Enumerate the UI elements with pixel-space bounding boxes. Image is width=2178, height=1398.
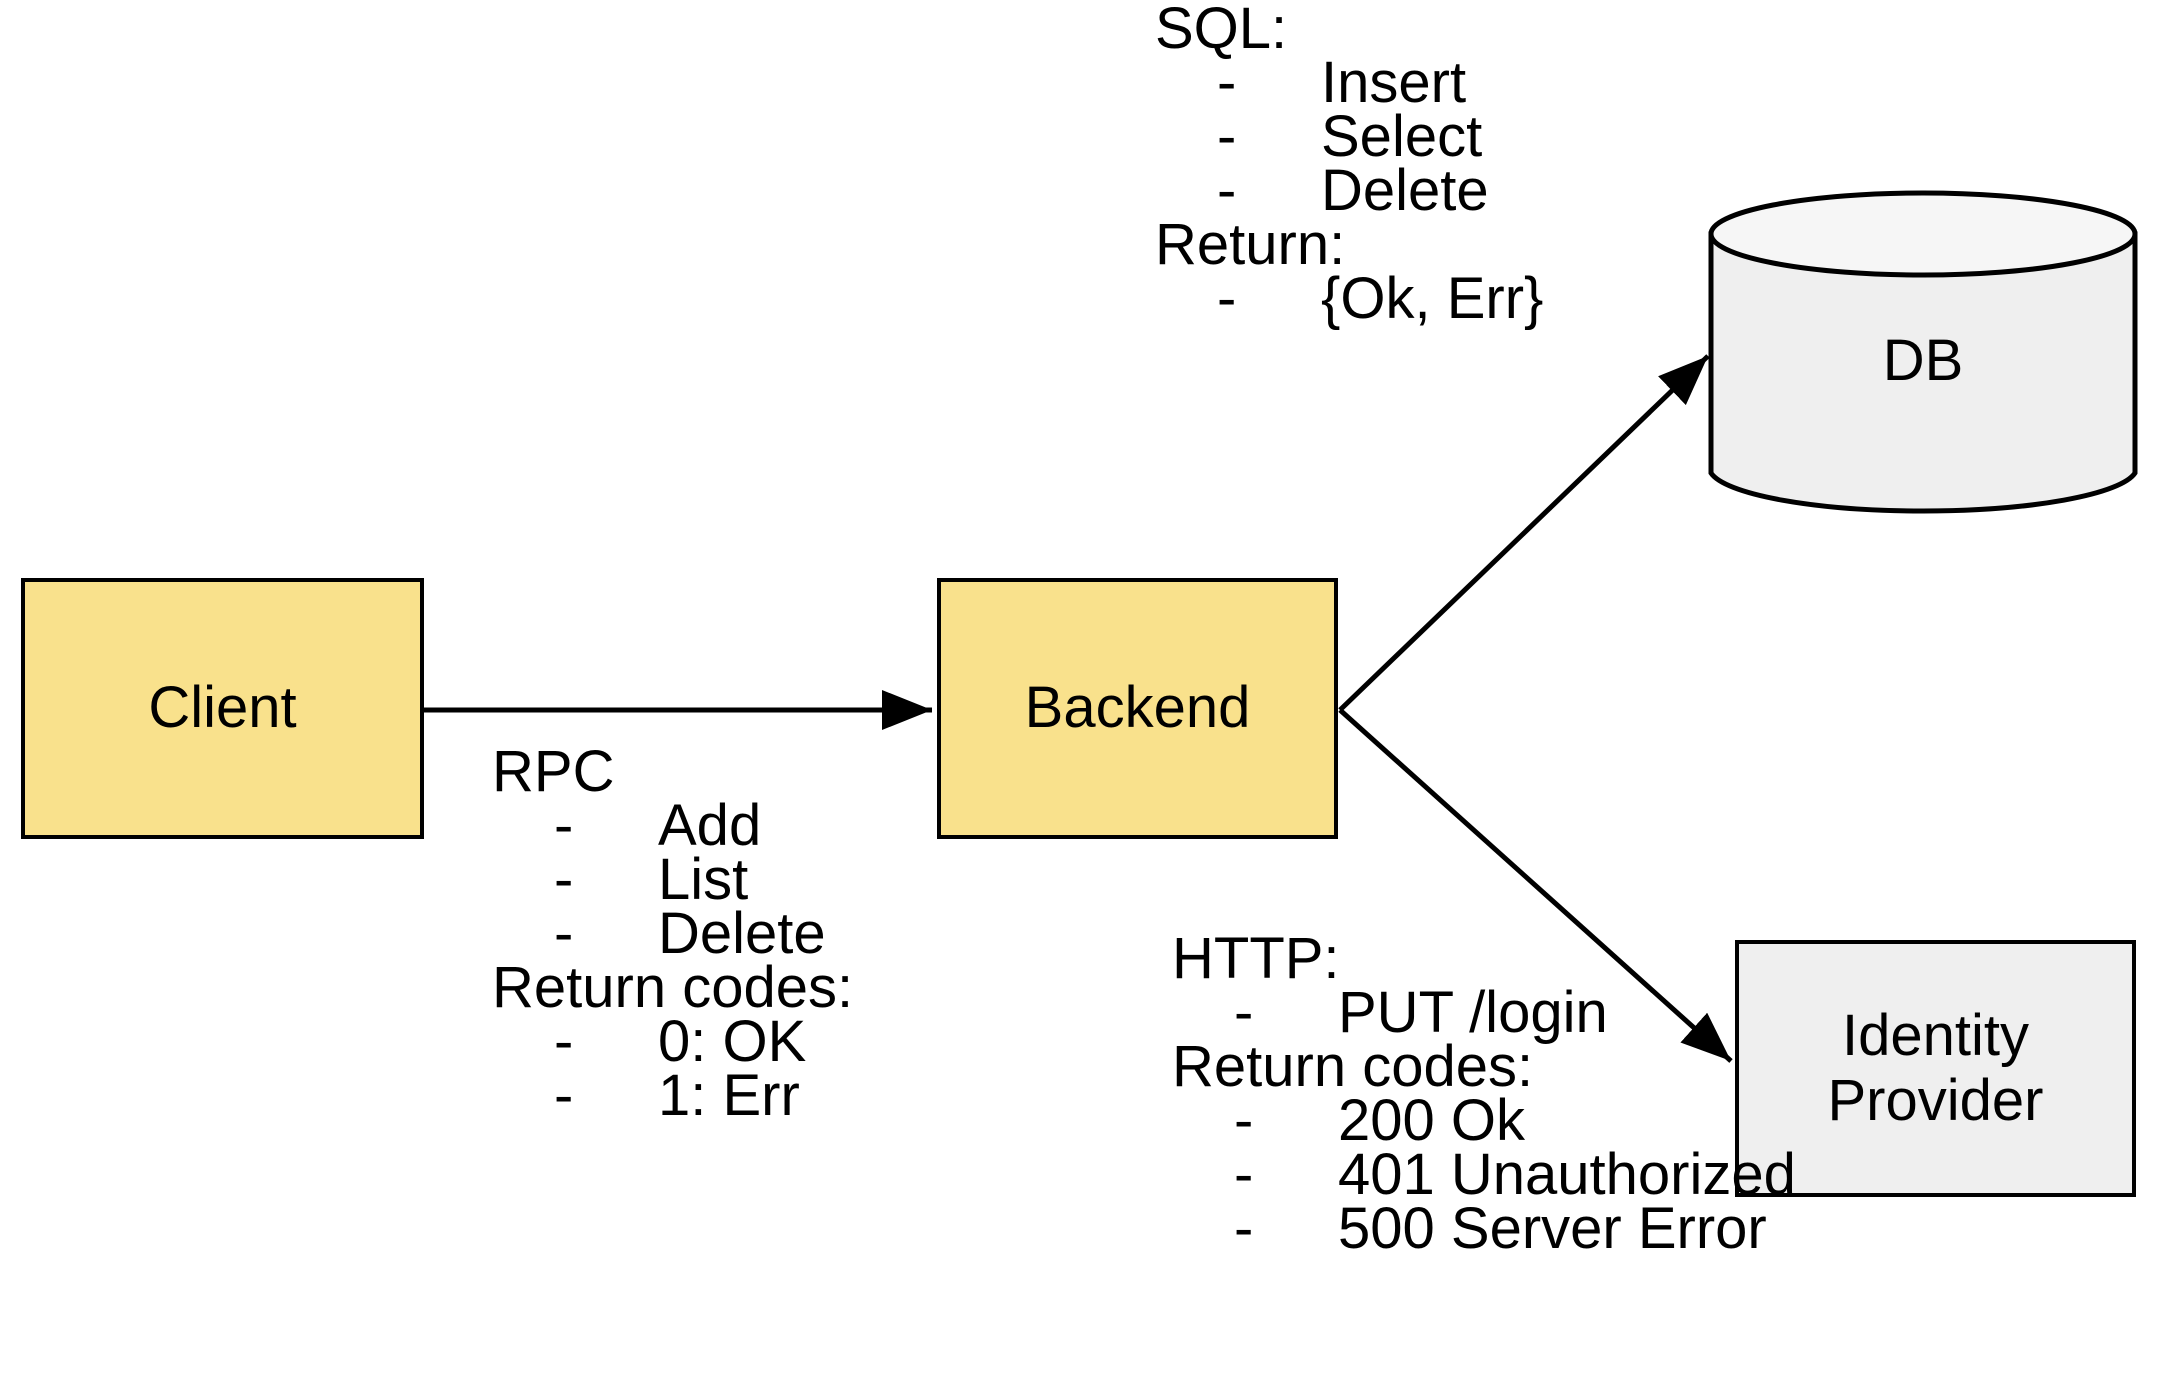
annotation-sql-item-text: Select — [1321, 104, 1483, 169]
bullet-dash: - — [1217, 50, 1237, 115]
annotation-rpc-return-text: 0: OK — [658, 1009, 807, 1074]
bullet-dash: - — [1234, 1088, 1254, 1153]
bullet-dash: - — [554, 793, 574, 858]
annotation-rpc-item-text: Add — [658, 793, 762, 858]
annotation-http-return: - 500 Server Error — [1172, 1196, 1767, 1261]
node-identity-provider[interactable]: Identity Provider — [1735, 940, 2136, 1197]
node-client-label: Client — [148, 675, 297, 741]
annotation-sql-item: - Select — [1155, 104, 1482, 169]
annotation-sql-item-text: Insert — [1321, 50, 1467, 115]
annotation-rpc-return: - 1: Err — [492, 1063, 853, 1128]
bullet-dash: - — [1234, 1142, 1254, 1207]
annotation-sql-returns-title: Return: — [1155, 212, 1346, 277]
annotation-sql: SQL: - Insert - Select - Delete Return: … — [1155, 0, 1543, 331]
annotation-http-item: - PUT /login — [1172, 980, 1608, 1045]
node-backend-label: Backend — [1024, 675, 1251, 741]
annotation-sql-item: - Insert — [1155, 50, 1466, 115]
annotation-http-return-text: 401 Unauthorized — [1338, 1142, 1796, 1207]
annotation-http-return-text: 500 Server Error — [1338, 1196, 1767, 1261]
annotation-rpc-item-text: List — [658, 847, 749, 912]
node-db[interactable]: DB — [1705, 186, 2141, 521]
annotation-rpc-item: - Add — [492, 793, 853, 858]
annotation-rpc-return: - 0: OK — [492, 1009, 853, 1074]
annotation-http-returns-title: Return codes: — [1172, 1034, 1534, 1099]
annotation-http-item-text: PUT /login — [1338, 980, 1608, 1045]
annotation-http: HTTP: - PUT /login Return codes: - 200 O… — [1172, 926, 1796, 1261]
node-client[interactable]: Client — [21, 578, 424, 839]
bullet-dash: - — [554, 1063, 574, 1128]
annotation-sql-item: - Delete — [1155, 158, 1489, 223]
annotation-sql-item-text: Delete — [1321, 158, 1489, 223]
annotation-rpc: RPC - Add - List - Delete Return codes: … — [492, 739, 854, 1128]
annotation-http-return: - 401 Unauthorized — [1172, 1142, 1796, 1207]
annotation-http-title: HTTP: — [1172, 926, 1340, 991]
annotation-rpc-return-text: 1: Err — [658, 1063, 800, 1128]
annotation-rpc-item: - List — [492, 847, 853, 912]
node-identity-provider-label: Identity Provider — [1827, 1002, 2044, 1133]
annotation-rpc-returns-title: Return codes: — [492, 955, 854, 1020]
node-backend[interactable]: Backend — [937, 578, 1338, 839]
annotation-sql-return: - {Ok, Err} — [1155, 266, 1543, 331]
bullet-dash: - — [1217, 158, 1237, 223]
bullet-dash: - — [1234, 980, 1254, 1045]
annotation-rpc-item: - Delete — [492, 901, 853, 966]
annotation-sql-title: SQL: — [1155, 0, 1288, 61]
bullet-dash: - — [554, 901, 574, 966]
bullet-dash: - — [1217, 266, 1237, 331]
bullet-dash: - — [1234, 1196, 1254, 1261]
bullet-dash: - — [554, 847, 574, 912]
annotation-http-return-text: 200 Ok — [1338, 1088, 1525, 1153]
annotation-rpc-item-text: Delete — [658, 901, 826, 966]
database-cylinder-icon — [1708, 190, 2138, 514]
bullet-dash: - — [554, 1009, 574, 1074]
annotation-http-return: - 200 Ok — [1172, 1088, 1533, 1153]
bullet-dash: - — [1217, 104, 1237, 169]
edge-backend-to-db — [1338, 354, 1710, 712]
annotation-rpc-title: RPC — [492, 739, 615, 804]
node-db-label: DB — [1882, 328, 1964, 394]
annotation-sql-return-text: {Ok, Err} — [1321, 266, 1544, 331]
